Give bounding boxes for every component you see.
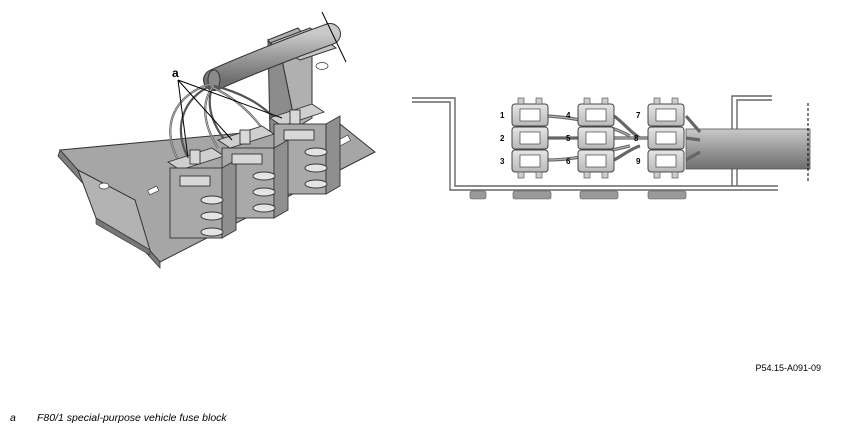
- figure-code: P54.15-A091-09: [755, 363, 821, 373]
- fuse-holder-block-iso: [166, 103, 341, 239]
- fuse-5: [577, 126, 615, 150]
- fuse-number-9: 9: [636, 157, 641, 166]
- fuse-2: [511, 126, 549, 150]
- top-view: 1 2 3 4 5 6 7 8 9: [412, 95, 811, 200]
- fuse-number-4: 4: [566, 111, 571, 120]
- fuse-number-8: 8: [634, 134, 639, 143]
- callout-leader-lines: [177, 79, 283, 159]
- fuse-number-2: 2: [500, 134, 505, 143]
- legend-key: a: [10, 412, 16, 424]
- isometric-view: a: [57, 11, 376, 270]
- fuse-number-5: 5: [566, 134, 571, 143]
- fuse-grid: [511, 97, 685, 179]
- fuse-number-7: 7: [636, 111, 641, 120]
- fuse-number-3: 3: [500, 157, 505, 166]
- fuse-number-1: 1: [500, 111, 505, 120]
- fuse-4: [577, 97, 615, 127]
- fuse-9: [647, 149, 685, 179]
- legend: a F80/1 special-purpose vehicle fuse bloc…: [10, 412, 227, 424]
- fuse-8: [647, 126, 685, 150]
- fuse-6: [577, 149, 615, 179]
- fuse-1: [511, 97, 549, 127]
- fuse-3: [511, 149, 549, 179]
- fuse-number-6: 6: [566, 157, 571, 166]
- legend-text: F80/1 special-purpose vehicle fuse block: [37, 412, 227, 424]
- fuse-7: [647, 97, 685, 127]
- callout-label-a: a: [172, 66, 179, 80]
